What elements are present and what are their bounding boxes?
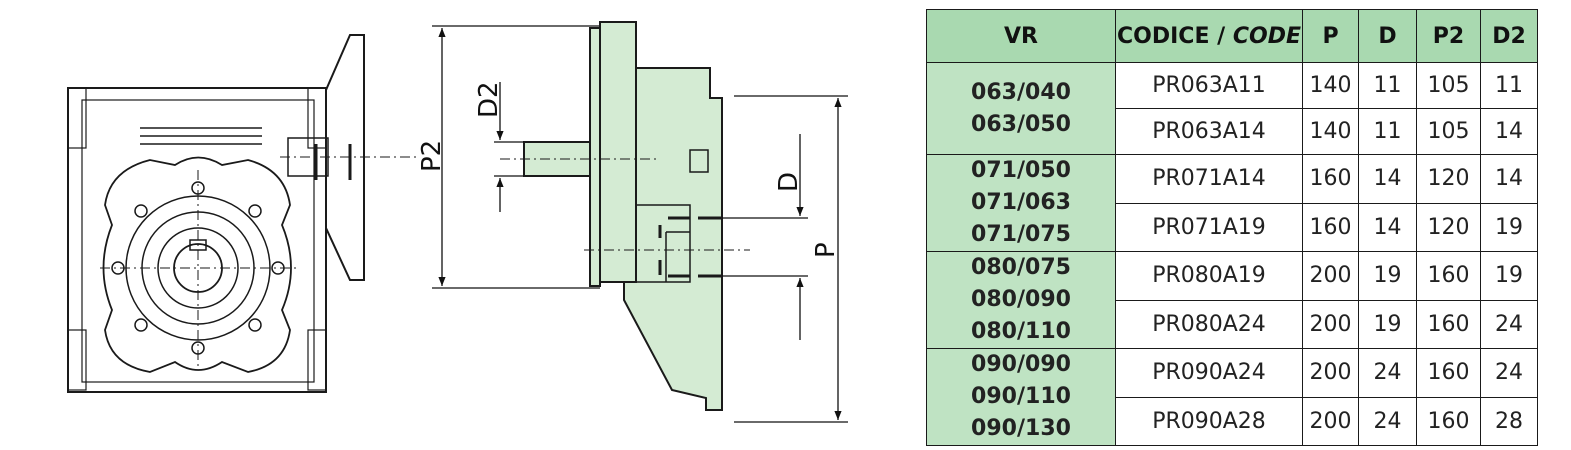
p-cell: 200 — [1302, 251, 1359, 301]
header-vr: VR — [926, 9, 1116, 63]
header-p: P — [1302, 9, 1359, 63]
p2-cell: 160 — [1416, 396, 1481, 446]
vr-value: 080/090 — [971, 287, 1071, 312]
vr-group-cell: 063/040 063/050 — [926, 62, 1116, 155]
vr-value: 090/090 — [971, 352, 1071, 377]
vr-value: 090/110 — [971, 384, 1071, 409]
vr-value: 063/040 — [971, 79, 1071, 105]
p2-cell: 120 — [1416, 202, 1481, 252]
header-p2: P2 — [1416, 9, 1481, 63]
d2-cell: 14 — [1480, 108, 1538, 155]
header-d: D — [1358, 9, 1417, 63]
d2-cell: 28 — [1480, 396, 1538, 446]
p-dimension — [734, 95, 848, 423]
table-row: PR090A28 200 24 160 28 — [927, 396, 1538, 446]
p2-cell: 105 — [1416, 108, 1481, 155]
d-cell: 11 — [1358, 108, 1417, 155]
d2-cell: 11 — [1480, 62, 1538, 109]
header-code: CODICE / CODE — [1115, 9, 1303, 63]
table-header-row: VR CODICE / CODE P D P2 D2 — [926, 9, 1538, 63]
vr-value: 071/075 — [971, 222, 1071, 247]
p-cell: 140 — [1302, 108, 1359, 155]
p-cell: 200 — [1302, 396, 1359, 446]
header-code-prefix: CODICE / — [1117, 23, 1233, 49]
vr-group-cell: 090/090 090/110 090/130 — [926, 348, 1116, 446]
d2-dimension — [494, 82, 524, 212]
code-cell: PR071A14 — [1115, 154, 1303, 204]
technical-drawings: P2 D2 D P — [67, 21, 848, 423]
d2-label: D2 — [474, 81, 504, 118]
table-row: PR080A24 200 19 160 24 — [927, 299, 1538, 349]
d-cell: 11 — [1358, 62, 1417, 109]
code-cell: PR063A14 — [1115, 108, 1303, 155]
p-cell: 140 — [1302, 62, 1359, 109]
d2-cell: 19 — [1480, 202, 1538, 252]
specification-table: VR CODICE / CODE P D P2 D2 063/040 063/0… — [926, 9, 1538, 446]
table-row: 090/090 090/110 090/130 PR090A24 200 24 … — [926, 348, 1538, 446]
d-dimension — [722, 134, 808, 340]
table-row: 071/050 071/063 071/075 PR071A14 160 14 … — [926, 154, 1538, 252]
d-cell: 14 — [1358, 154, 1417, 204]
table-row: 080/075 080/090 080/110 PR080A19 200 19 … — [926, 251, 1538, 349]
vr-value: 063/050 — [971, 111, 1071, 137]
d-cell: 19 — [1358, 299, 1417, 349]
vr-group-cell: 071/050 071/063 071/075 — [926, 154, 1116, 252]
p-label: P — [811, 242, 841, 258]
p2-cell: 120 — [1416, 154, 1481, 204]
code-cell: PR090A24 — [1115, 348, 1303, 398]
vr-value: 080/075 — [971, 255, 1071, 280]
code-cell: PR071A19 — [1115, 202, 1303, 252]
table-row: PR063A14 140 11 105 14 — [927, 108, 1538, 155]
p2-cell: 160 — [1416, 299, 1481, 349]
vr-value: 080/110 — [971, 319, 1071, 344]
vr-value: 071/063 — [971, 190, 1071, 215]
d2-cell: 24 — [1480, 299, 1538, 349]
d-label: D — [774, 172, 804, 192]
flange-side-view — [500, 21, 750, 411]
header-d2: D2 — [1480, 9, 1538, 63]
p2-cell: 160 — [1416, 348, 1481, 398]
p2-label: P2 — [417, 140, 447, 172]
code-cell: PR063A11 — [1115, 62, 1303, 109]
p-cell: 200 — [1302, 299, 1359, 349]
code-cell: PR080A24 — [1115, 299, 1303, 349]
code-cell: PR080A19 — [1115, 251, 1303, 301]
gearbox-front-view — [67, 34, 420, 393]
d2-cell: 19 — [1480, 251, 1538, 301]
p2-cell: 105 — [1416, 62, 1481, 109]
p2-dimension — [432, 25, 600, 289]
d-cell: 14 — [1358, 202, 1417, 252]
vr-value: 071/050 — [971, 158, 1071, 183]
p-cell: 200 — [1302, 348, 1359, 398]
vr-value: 090/130 — [971, 416, 1071, 441]
p-cell: 160 — [1302, 202, 1359, 252]
header-code-italic: CODE — [1232, 23, 1301, 49]
p-cell: 160 — [1302, 154, 1359, 204]
d-cell: 19 — [1358, 251, 1417, 301]
d2-cell: 14 — [1480, 154, 1538, 204]
p2-cell: 160 — [1416, 251, 1481, 301]
d-cell: 24 — [1358, 348, 1417, 398]
vr-group-cell: 080/075 080/090 080/110 — [926, 251, 1116, 349]
d-cell: 24 — [1358, 396, 1417, 446]
d2-cell: 24 — [1480, 348, 1538, 398]
code-cell: PR090A28 — [1115, 396, 1303, 446]
table-row: 063/040 063/050 PR063A11 140 11 105 11 — [926, 62, 1538, 155]
